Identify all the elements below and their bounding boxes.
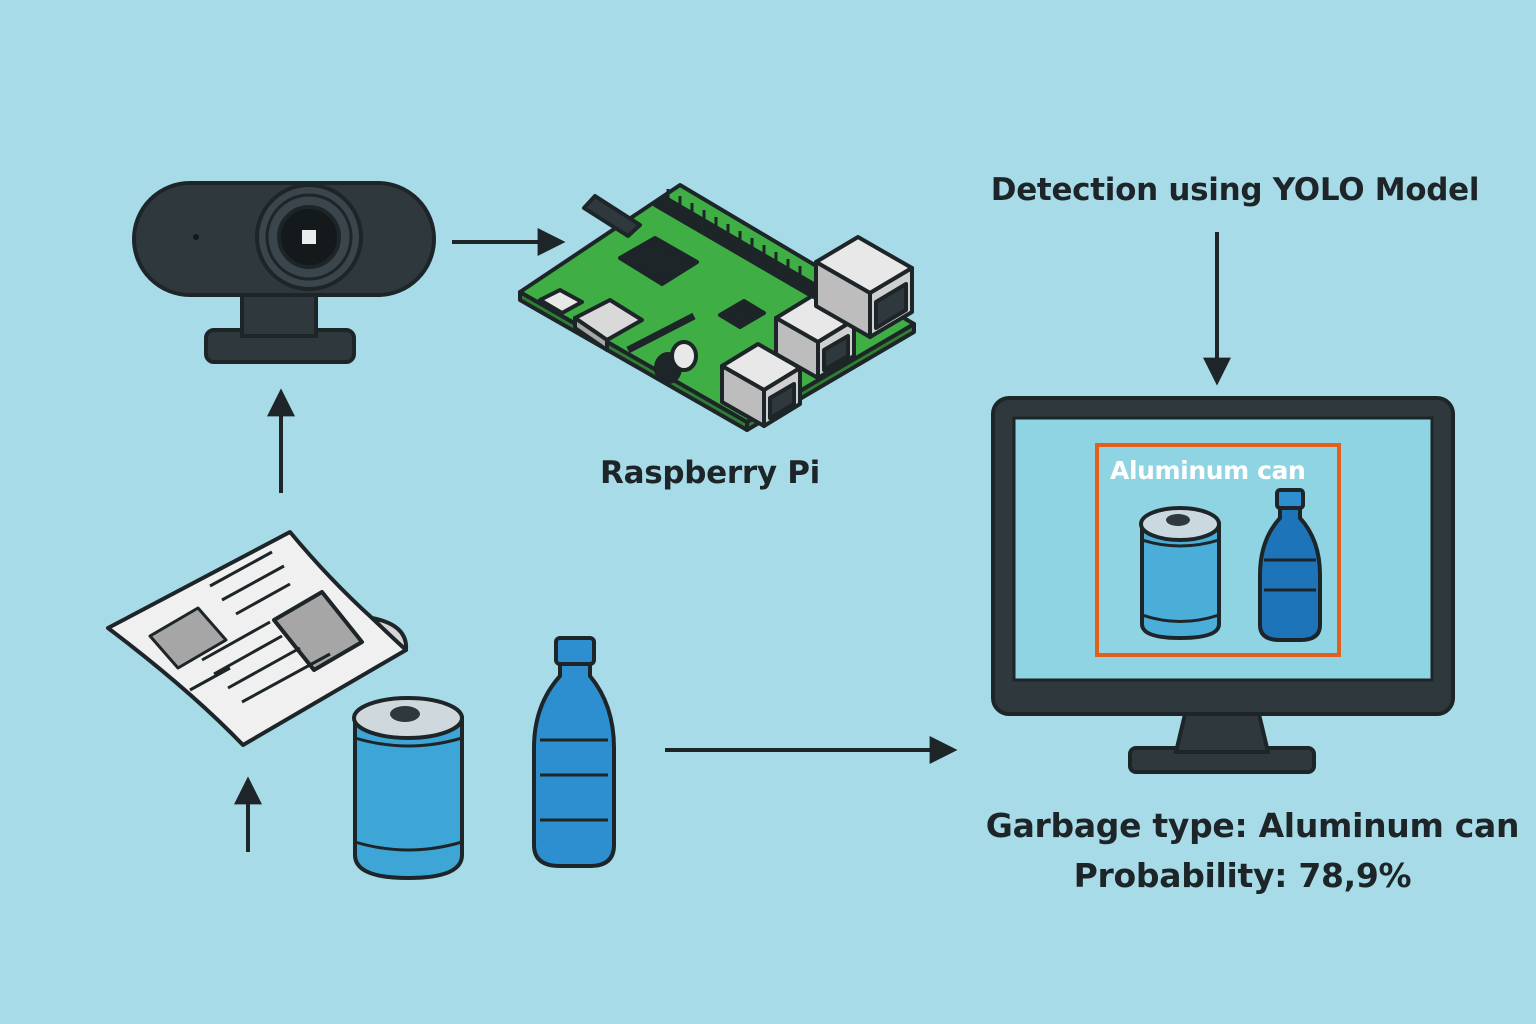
result-probability-label: Probability: 78,9% [1073,856,1412,895]
detection-bounding-box [1095,443,1341,657]
webcam-icon [132,181,436,364]
screen-can-icon [1139,506,1221,641]
aluminum-can-icon [352,696,464,881]
raspberry-pi-board-icon [518,183,916,432]
newspaper-icon [106,530,409,747]
plastic-bottle-icon [532,636,616,868]
detection-box-label: Aluminum can [1110,456,1306,485]
monitor-icon [991,396,1455,774]
model-label: Detection using YOLO Model [990,172,1480,208]
result-type-label: Garbage type: Aluminum can [985,806,1520,845]
raspberry-pi-label: Raspberry Pi [600,455,820,491]
flow-arrows [234,228,1231,852]
screen-bottle-icon [1258,488,1322,642]
